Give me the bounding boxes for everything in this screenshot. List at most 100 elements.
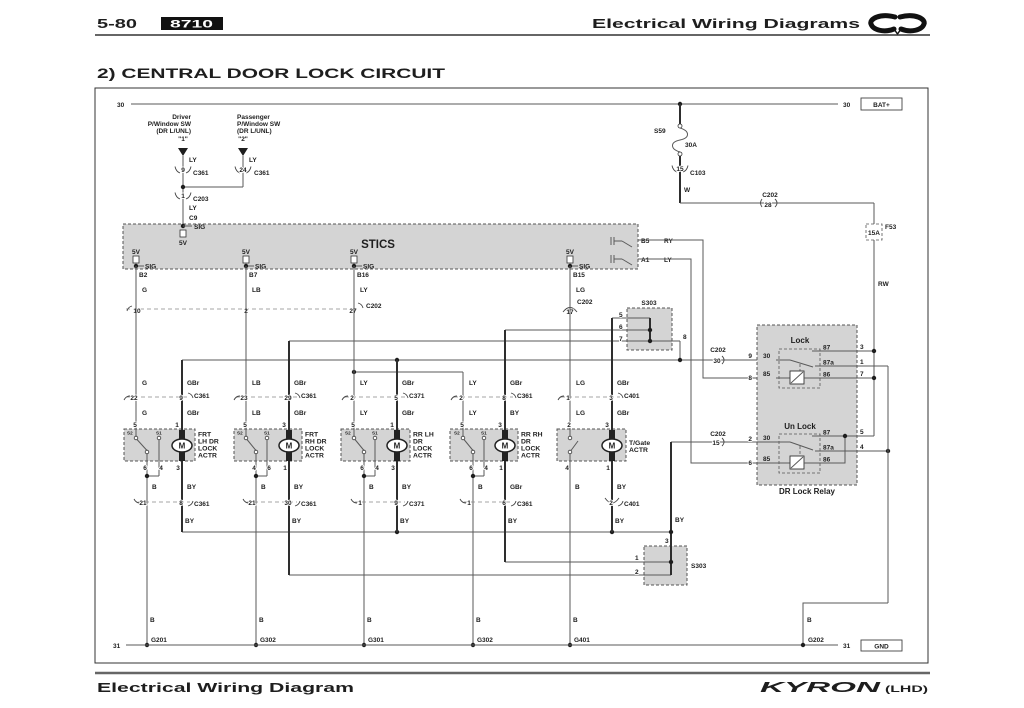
relay-ext-pin: 6 bbox=[748, 460, 752, 467]
switch-s1-label: S1 bbox=[156, 431, 162, 436]
splice-name: S303 bbox=[691, 563, 707, 570]
stics-c9-label: C9 bbox=[189, 215, 198, 222]
stics-pin: B2 bbox=[139, 272, 148, 279]
connector-name: C361 bbox=[254, 170, 270, 177]
switch-title: Passenger bbox=[237, 114, 270, 121]
wire-color: B bbox=[259, 617, 264, 624]
actuator-name: DR bbox=[413, 439, 423, 446]
actuator-pin: 5 bbox=[351, 422, 355, 429]
wire-color: BY bbox=[510, 410, 520, 417]
wire-color: B bbox=[807, 617, 812, 624]
connector-mark bbox=[721, 355, 725, 365]
stics-pin: B7 bbox=[249, 272, 258, 279]
actuator-name: DR bbox=[521, 439, 531, 446]
splice-s303-bottom: BY 3 1 2 S303 bbox=[182, 442, 707, 577]
wire-color: BY bbox=[400, 518, 410, 525]
wire-color: GBr bbox=[402, 380, 415, 387]
connector-name: C202 bbox=[366, 303, 382, 310]
junction-dot bbox=[871, 375, 877, 381]
sig-label: SIG bbox=[194, 224, 205, 231]
actuator-pin: 6 bbox=[143, 465, 147, 472]
ground-point-label: G302 bbox=[260, 637, 276, 644]
actuator-pin: 4 bbox=[484, 465, 488, 472]
actuator-name: RH DR bbox=[305, 439, 327, 446]
diagram-title: 2) CENTRAL DOOR LOCK CIRCUIT bbox=[97, 66, 446, 81]
connector-name: C361 bbox=[517, 393, 533, 400]
wire-color: GBr bbox=[617, 410, 630, 417]
relay-ext-pin: 3 bbox=[860, 344, 864, 351]
junction-dot bbox=[668, 559, 674, 565]
actuator-pin: 6 bbox=[267, 465, 271, 472]
connector-name: C202 bbox=[577, 299, 593, 306]
pullup-resistor-icon bbox=[132, 255, 140, 264]
wire-color: LB bbox=[252, 287, 261, 294]
sig-label: SIG bbox=[579, 264, 590, 271]
motor-brush-icon bbox=[179, 452, 185, 461]
section-title: Electrical Wiring Diagrams bbox=[592, 17, 860, 31]
fuse-f53-name: F53 bbox=[885, 224, 897, 231]
connector-mark bbox=[187, 500, 194, 507]
wire-color: LY bbox=[189, 205, 197, 212]
ry-lock-coil-wire bbox=[638, 239, 757, 379]
motor-brush-icon bbox=[609, 430, 615, 439]
junction-dot bbox=[647, 327, 653, 333]
wire-color: GBr bbox=[294, 380, 307, 387]
switch-s1-contact bbox=[156, 435, 162, 441]
actuator-pin: 4 bbox=[252, 465, 256, 472]
stics-output-pin: A1 bbox=[641, 257, 650, 264]
motor-brush-icon bbox=[394, 452, 400, 461]
wire-color: LY bbox=[360, 410, 368, 417]
switch-title: Driver bbox=[172, 114, 191, 121]
output-switch-icon bbox=[610, 255, 633, 266]
relay-pin: 30 bbox=[763, 435, 771, 442]
junction-dot bbox=[677, 357, 683, 363]
connector-mark bbox=[242, 498, 250, 504]
connector-name: C361 bbox=[194, 393, 210, 400]
junction-dot bbox=[361, 473, 367, 479]
lock-relay-label: Lock bbox=[791, 336, 810, 345]
actuator-pin: 1 bbox=[175, 422, 179, 429]
voltage-label: 5V bbox=[179, 240, 188, 247]
splice-pin: 6 bbox=[619, 324, 623, 331]
connector-mark bbox=[187, 392, 194, 399]
actuator-name: T/Gate bbox=[629, 440, 650, 447]
relay-ext-pin: 7 bbox=[860, 371, 864, 378]
wire-color: G bbox=[142, 380, 147, 387]
actuator-pin: 4 bbox=[565, 465, 569, 472]
model-logo: KYRON bbox=[760, 679, 883, 696]
relay-pin: 87a bbox=[823, 445, 834, 452]
wire-color: BY bbox=[185, 518, 195, 525]
motor-label: M bbox=[502, 442, 509, 451]
switch-s2-label: S2 bbox=[127, 431, 133, 436]
switch-s1-contact bbox=[372, 435, 378, 441]
connector-pin: 2 bbox=[459, 395, 463, 402]
relay-pin: 87a bbox=[823, 360, 834, 367]
relay-ext-pin: 2 bbox=[748, 436, 752, 443]
connector-pin: 1 bbox=[467, 500, 471, 507]
connector-mark bbox=[459, 498, 467, 504]
connector-pin: 3 bbox=[609, 395, 613, 402]
ground-point-dot bbox=[800, 642, 806, 648]
connector-name: C202 bbox=[710, 347, 726, 354]
splice-pin: 2 bbox=[635, 569, 639, 576]
actuator-name: ACTR bbox=[413, 453, 432, 460]
connector-name: C371 bbox=[409, 393, 425, 400]
terminal-31-left: 31 bbox=[113, 643, 121, 650]
connector-c202-row: 10 2 27 C202 17 C202 bbox=[126, 298, 594, 317]
connector-mark bbox=[402, 500, 409, 507]
ground-point-label: G201 bbox=[151, 637, 167, 644]
c103-pin: 15 bbox=[676, 166, 684, 173]
page-number: 5-80 bbox=[97, 17, 137, 31]
connector-pin: 5 bbox=[394, 395, 398, 402]
motor-icon bbox=[386, 438, 408, 453]
connector-name: C371 bbox=[409, 501, 425, 508]
motor-brush-icon bbox=[502, 430, 508, 439]
connector-pin: 6 bbox=[502, 500, 506, 507]
motor-label: M bbox=[609, 442, 616, 451]
connector-mark bbox=[294, 500, 301, 507]
wire-color: G bbox=[142, 410, 147, 417]
junction-dot bbox=[144, 473, 150, 479]
c202-pin: 28 bbox=[764, 202, 772, 209]
gnd-label: GND bbox=[874, 644, 889, 651]
relay-coil-icon bbox=[790, 371, 804, 384]
